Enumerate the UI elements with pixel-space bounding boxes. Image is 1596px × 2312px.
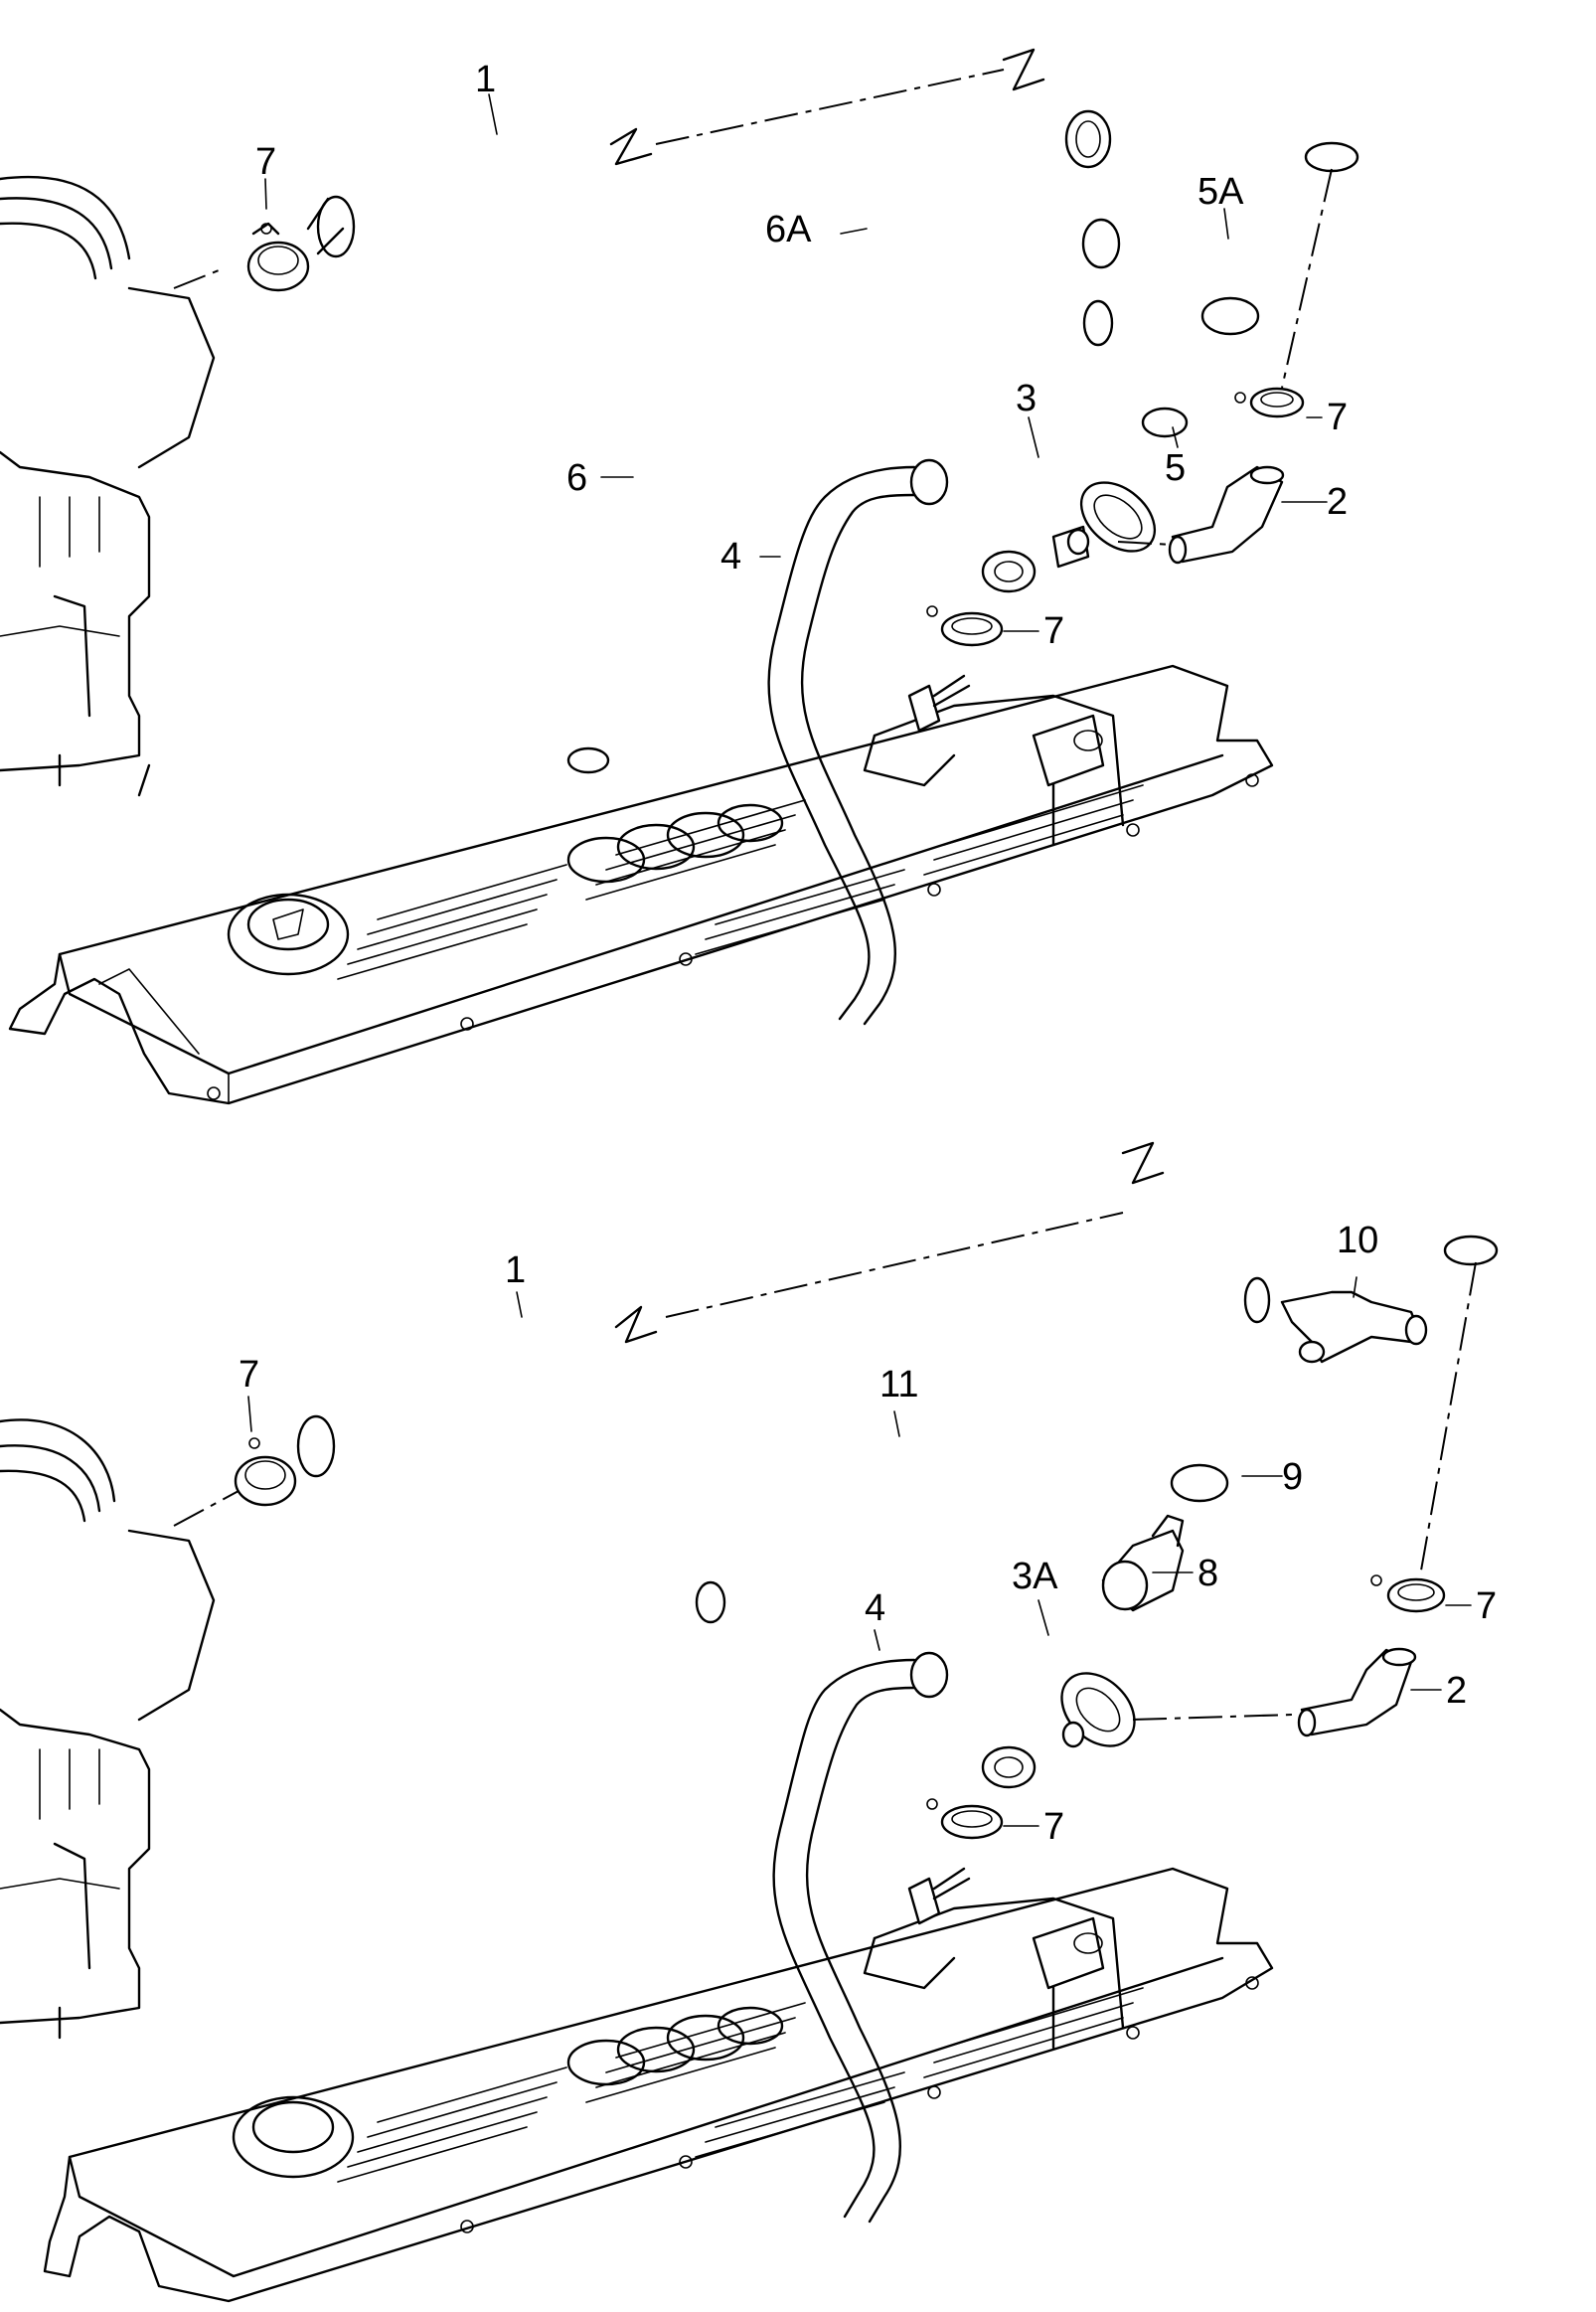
hose-1-lower [292,1085,1505,1478]
top-panel: 1 7 6A 5A 3 6 5 7 2 4 7 [0,0,1365,1105]
callout-7: 7 [239,1354,259,1396]
callout-2: 2 [1446,1670,1467,1712]
hose-4 [767,458,949,1026]
callout-4: 4 [720,536,741,578]
hose-clamp-7-lower-left [234,1437,297,1507]
callout-6A: 6A [765,209,812,250]
rings-emblem [566,803,784,884]
elbow-2-lower [1297,1647,1417,1737]
hose-1 [306,0,1365,258]
callout-9: 9 [1282,1456,1303,1498]
air-filter-housing [0,175,225,797]
callout-5: 5 [1165,447,1186,489]
breather-housing-3 [959,422,1157,593]
hose-5A [1081,218,1260,339]
hose-clamp-7-lower-center [926,1798,1004,1840]
callout-7: 7 [1043,1806,1064,1848]
callout-5A: 5A [1197,171,1244,213]
callout-3: 3 [1016,378,1037,419]
callout-8: 8 [1197,1553,1218,1594]
t-connector-10 [1280,1290,1428,1364]
hose-5 [1115,330,1189,438]
hose-clamp-7-lower-right [1370,1574,1446,1613]
valve-cover-ribs-lower [337,1987,1144,2183]
callout-6: 6 [566,457,587,499]
hose-clamp-7 [246,222,310,292]
valve-8 [1101,1514,1185,1612]
hose-6A [832,109,1112,253]
callout-11: 11 [879,1364,918,1405]
rings-emblem-lower [566,2006,784,2086]
bottom-panel: 1 10 7 11 9 3A 8 4 7 2 7 [0,1085,1505,2303]
callout-10: 10 [1337,1220,1378,1261]
hose-9 [1170,1364,1310,1504]
callout-2: 2 [1327,481,1348,523]
hose-clamp-7-lower [926,605,1004,647]
breather-housing-3A [959,1615,1136,1789]
hose-6 [566,256,1114,775]
callout-7: 7 [255,141,276,183]
callout-7: 7 [1327,397,1348,438]
hose-clamp-7-right [1234,387,1305,418]
hose-4-lower [772,1651,949,2224]
hose-11 [694,1259,1272,1624]
callout-7: 7 [1476,1585,1497,1627]
callout-3A: 3A [1012,1556,1058,1597]
callout-7: 7 [1043,610,1064,652]
air-filter-housing-lower [0,1418,239,2040]
callout-1: 1 [475,59,496,100]
elbow-2 [1168,465,1285,565]
valve-cover-lower [43,1867,1274,2303]
callout-1: 1 [505,1249,526,1291]
valve-cover-ribs [337,784,1144,980]
valve-cover [8,664,1274,1105]
callout-4: 4 [865,1587,885,1629]
